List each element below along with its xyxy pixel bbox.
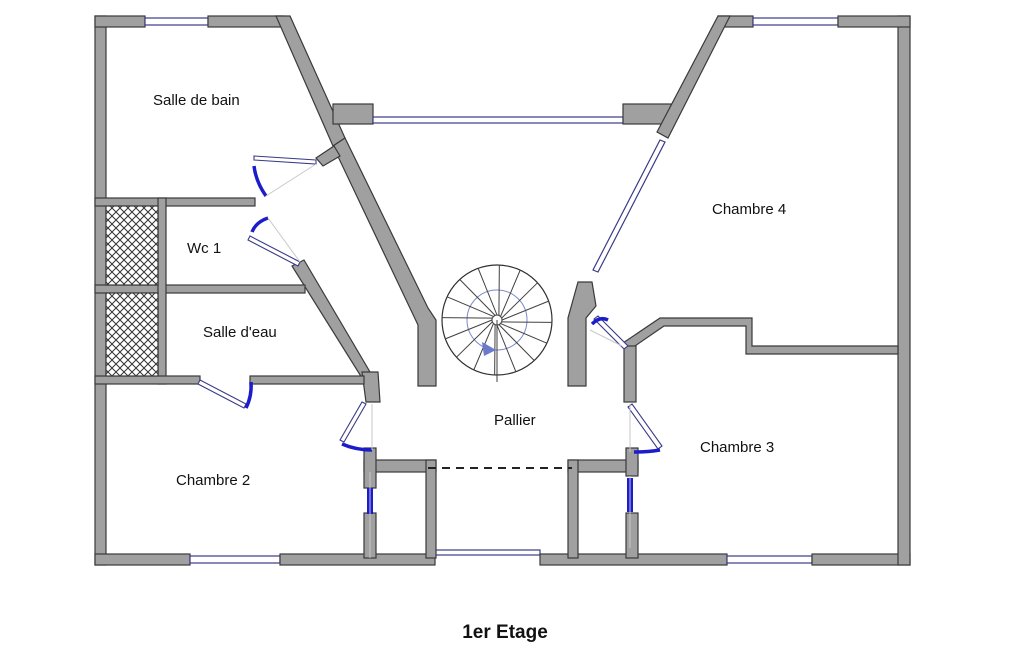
stair-tread — [501, 300, 549, 321]
door-chambre-4 — [589, 315, 629, 350]
stair-tread — [501, 282, 538, 319]
stair-tread — [446, 296, 494, 317]
wall-bottom-1 — [94, 553, 191, 566]
window-chambre-2 — [189, 555, 281, 564]
wall-top-left-2 — [207, 15, 284, 28]
wall-diagonal-left-upper — [275, 15, 346, 147]
wall-bottom-4 — [811, 553, 911, 566]
window-chambre-3 — [726, 555, 813, 564]
wall-wc-bottom — [94, 284, 306, 294]
diagonal-walls — [275, 15, 899, 403]
wall-diagonal-right-lower — [567, 281, 597, 387]
wall-pallier-top-left — [332, 103, 374, 125]
room-label-chambre2: Chambre 2 — [176, 472, 250, 489]
wall-salle-deau-bottom — [94, 375, 201, 385]
stair-tread — [459, 279, 496, 316]
room-label-salle-deau: Salle d'eau — [203, 324, 277, 341]
wall-pallier-right-jamb — [623, 345, 637, 403]
window-chambre-4 — [752, 17, 839, 26]
wall-closet-left-right — [425, 459, 437, 559]
stair-arrow-icon — [482, 342, 496, 356]
stair-tread — [496, 324, 517, 372]
stair-tread — [498, 324, 535, 361]
interior-walls — [94, 197, 639, 559]
stair-tread — [456, 321, 493, 358]
door-closet-right — [627, 476, 633, 548]
wall-top-left — [94, 15, 146, 28]
room-label-salle-de-bain: Salle de bain — [153, 92, 240, 109]
window-pallier-bottom — [434, 549, 541, 556]
wall-bottom-2 — [279, 553, 436, 566]
wall-wc-left — [157, 197, 167, 385]
wall-diagonal-left-lower — [332, 137, 437, 387]
room-label-chambre3: Chambre 3 — [700, 439, 774, 456]
room-label-wc1: Wc 1 — [187, 240, 221, 257]
wall-top-right-2 — [837, 15, 911, 28]
window-diagonal-right — [592, 139, 666, 273]
wall-diagonal-wc — [291, 259, 371, 379]
stair-tread — [500, 323, 548, 344]
wall-diagonal-right-upper — [656, 15, 731, 139]
doors — [197, 155, 663, 558]
window-pallier-top — [372, 116, 624, 124]
wall-closet-right-left — [567, 459, 579, 559]
window-salle-de-bain — [144, 17, 209, 26]
stair-tread — [500, 269, 521, 317]
duct-salle-deau — [105, 292, 159, 377]
door-chambre-3 — [627, 403, 663, 454]
wall-chambre2-jamb — [361, 371, 381, 403]
wall-salle-deau-bottom-2 — [249, 375, 365, 385]
room-label-chambre4: Chambre 4 — [712, 201, 786, 218]
duct-wc — [105, 205, 159, 286]
wall-ch3-ch4-divider — [618, 317, 899, 355]
wall-right — [897, 15, 911, 566]
door-salle-deau — [197, 379, 253, 409]
wall-closet-right-right-2 — [625, 512, 639, 559]
wall-bath-door-stub — [315, 145, 341, 167]
wall-bath-bottom — [94, 197, 256, 207]
door-wc — [247, 216, 301, 267]
stair-tread — [445, 319, 493, 340]
door-closet-left — [367, 472, 373, 558]
room-label-pallier: Pallier — [494, 412, 536, 429]
wall-closet-right-right — [625, 447, 639, 477]
spiral-staircase — [441, 264, 553, 382]
stair-tread — [477, 268, 498, 316]
door-chambre-2 — [339, 401, 373, 452]
door-salle-de-bain — [252, 155, 317, 198]
plan-title: 1er Etage — [462, 622, 548, 643]
